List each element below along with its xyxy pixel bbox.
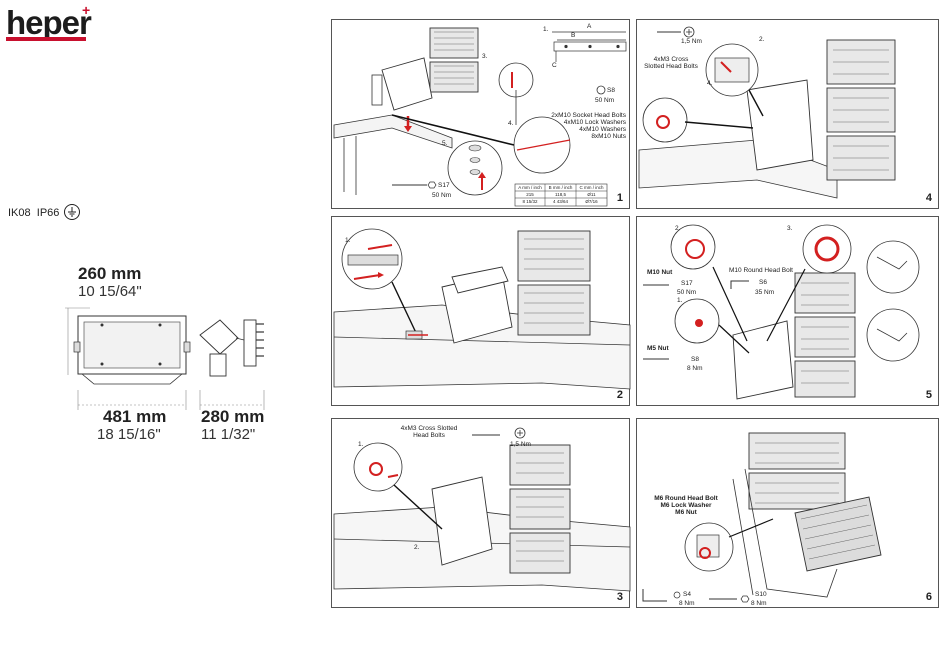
height-mm: 260 mm — [78, 264, 142, 283]
width-mm: 481 mm — [103, 407, 167, 426]
table-cell-c2: Ø7/16 — [585, 199, 598, 204]
table-cell-c1: Ø11 — [587, 192, 596, 197]
step-6-panel: M6 Round Head Bolt M6 Lock Washer M6 Nut… — [636, 418, 939, 608]
part-3: M6 Nut — [675, 509, 697, 516]
tool-s17-label: S17 — [681, 280, 693, 287]
m10-bolt-label: M10 Round Head Bolt — [729, 267, 793, 274]
step-number: 6 — [925, 591, 932, 603]
height-inch: 10 15/64" — [78, 283, 142, 300]
depth-inch: 11 1/32" — [201, 426, 256, 443]
callout-2: 2. — [759, 36, 765, 43]
step-number: 4 — [925, 192, 932, 204]
part-3: 4xM10 Washers — [579, 126, 626, 133]
dim-b-label: B — [571, 32, 576, 39]
dim-c-label: C — [552, 62, 557, 69]
torque-s8-label: 8 Nm — [687, 365, 703, 372]
ip-rating: IP66 — [36, 207, 60, 219]
torque-s8-label: 50 Nm — [595, 97, 615, 104]
table-cell-b1: 118,5 — [555, 192, 566, 197]
table-header-c: C mm / inch — [579, 185, 604, 190]
torque-s17-label: 50 Nm — [432, 192, 452, 199]
torque-s6-label: 35 Nm — [755, 289, 775, 296]
part-4: 8xM10 Nuts — [591, 133, 626, 140]
table-header-b: B mm / inch — [548, 185, 573, 190]
parts-list: 2xM10 Socket Head Bolts 4xM10 Lock Washe… — [550, 112, 626, 140]
brand-plus-mark: + — [82, 2, 91, 18]
ik-rating: IK08 — [8, 207, 31, 219]
part-1: 2xM10 Socket Head Bolts — [551, 112, 626, 119]
screw-label: 4xM3 Cross Slotted Head Bolts — [644, 56, 698, 70]
torque-s17-label: 50 Nm — [677, 289, 697, 296]
table-header-a: A mm / inch — [518, 185, 542, 190]
parts-list: M6 Round Head Bolt M6 Lock Washer M6 Nut — [641, 495, 731, 516]
table-cell-b2: 4 43/64 — [552, 199, 568, 204]
part-2: 4xM10 Lock Washers — [563, 119, 626, 126]
torque-s10-label: 8 Nm — [751, 600, 767, 607]
callout-1: 1. — [345, 237, 351, 244]
ratings: IK08 IP66 — [8, 207, 59, 219]
step-2-panel: 1. 2 — [331, 216, 631, 406]
dim-a-label: A — [587, 23, 592, 30]
step-number: 1 — [616, 192, 623, 204]
tool-s17-label: S17 — [438, 182, 450, 189]
ground-symbol-icon — [64, 204, 80, 220]
dimension-drawing — [60, 250, 300, 440]
step-3-panel: 4xM3 Cross Slotted Head Bolts 1,5 Nm 1. … — [331, 418, 631, 608]
screw-label: 4xM3 Cross Slotted Head Bolts — [400, 425, 458, 439]
m10-nut-label: M10 Nut — [647, 269, 673, 276]
callout-4: 4. — [707, 80, 713, 87]
torque-label: 1,5 Nm — [510, 441, 531, 448]
depth-mm: 280 mm — [201, 407, 265, 426]
bolt-spacing-table: A mm / inch B mm / inch C mm / inch 215 118… — [515, 184, 607, 205]
tool-s8-label: S8 — [691, 356, 699, 363]
step-number: 2 — [616, 389, 623, 401]
callout-1: 1. — [677, 297, 683, 304]
callout-1: 1. — [543, 26, 549, 33]
callout-2: 2. — [414, 544, 420, 551]
callout-3: 3. — [787, 225, 793, 232]
step-1-panel: 3. 4. 5. 1. A B C S8 50 Nm 2xM10 Socket … — [331, 19, 630, 209]
callout-1: 1. — [358, 441, 364, 448]
table-cell-a2: 8 15/32 — [522, 199, 538, 204]
torque-label: 1,5 Nm — [681, 38, 702, 45]
callout-2: 2. — [675, 225, 681, 232]
brand-underline — [6, 37, 86, 41]
step-5-panel: 2. 3. 1. M10 Nut M10 Round Head Bolt S17… — [636, 216, 939, 406]
m5-nut-label: M5 Nut — [647, 345, 669, 352]
width-inch: 18 15/16" — [97, 426, 161, 443]
step-number: 5 — [925, 389, 932, 401]
step-number: 3 — [616, 591, 623, 603]
table-cell-a1: 215 — [526, 192, 534, 197]
callout-4: 4. — [508, 120, 514, 127]
part-2: M6 Lock Washer — [660, 502, 712, 509]
tool-s4-label: S4 — [683, 591, 691, 598]
step-4-panel: 1,5 Nm 4xM3 Cross Slotted Head Bolts 2. … — [636, 19, 939, 209]
torque-s4-label: 8 Nm — [679, 600, 695, 607]
tool-s8-label: S8 — [607, 87, 615, 94]
callout-5: 5. — [442, 140, 448, 147]
brand-logo: heper — [6, 4, 92, 41]
part-1: M6 Round Head Bolt — [654, 495, 718, 502]
callout-3: 3. — [482, 53, 488, 60]
tool-s6-label: S6 — [759, 279, 767, 286]
tool-s10-label: S10 — [755, 591, 767, 598]
